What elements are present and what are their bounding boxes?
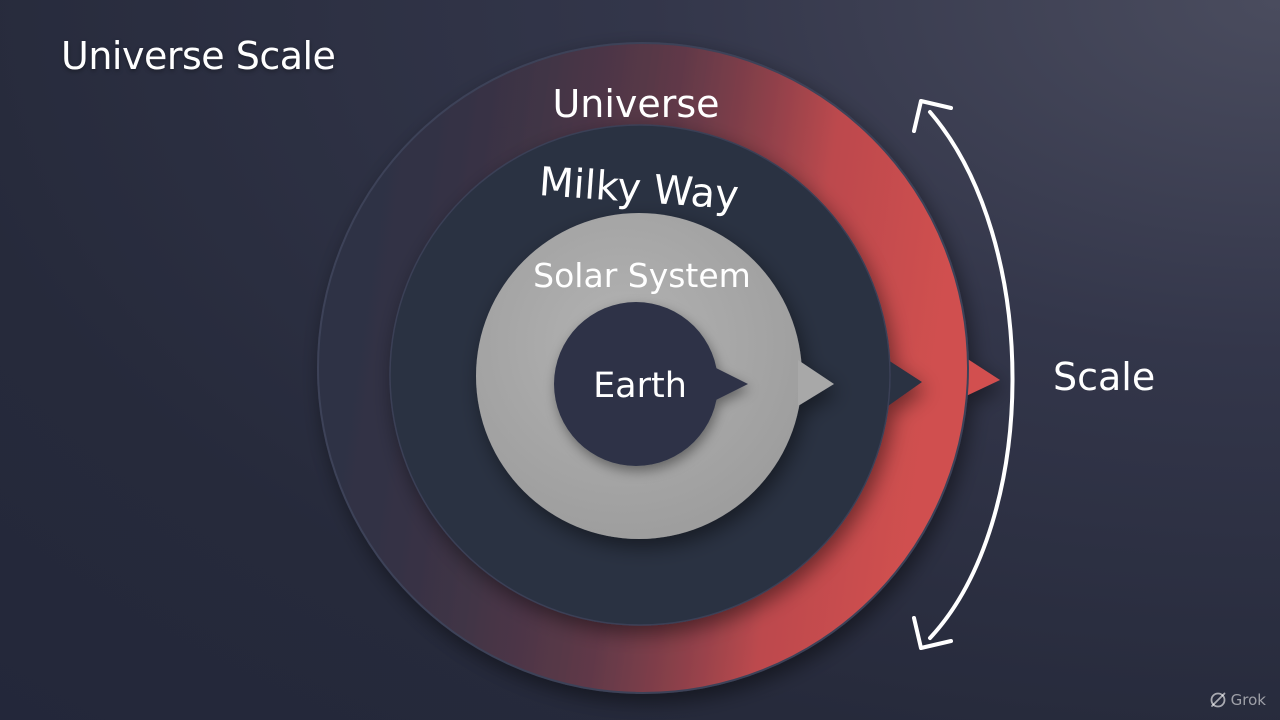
watermark: Grok xyxy=(1209,691,1266,709)
universe-label: Universe xyxy=(552,82,719,126)
double-headed-arc-arrow-icon xyxy=(912,99,1015,650)
scale-label: Scale xyxy=(1053,355,1155,399)
solar-system-label: Solar System xyxy=(533,256,751,295)
watermark-text: Grok xyxy=(1230,691,1266,709)
grok-logo-icon xyxy=(1210,692,1226,708)
earth-label: Earth xyxy=(593,366,687,406)
earth-circle xyxy=(554,302,748,466)
page-title: Universe Scale xyxy=(61,34,336,78)
